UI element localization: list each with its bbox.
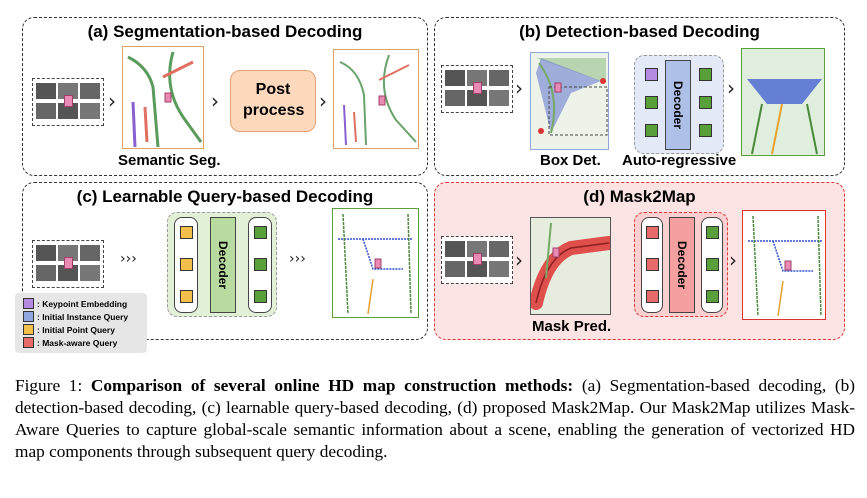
post-process-box: Post process [230, 70, 316, 132]
panel-title-b: (b) Detection-based Decoding [519, 22, 760, 41]
caption-text: (a) Segmentation-based decoding, (b) det… [15, 376, 855, 461]
panel-detection: (b) Detection-based Decoding [434, 17, 845, 176]
decoder-label: Decoder [216, 240, 230, 290]
figure-caption: Figure 1: Comparison of several online H… [15, 375, 855, 463]
autoregressive-map [741, 48, 825, 156]
label-box-det: Box Det. [540, 152, 601, 169]
caption-bold: Comparison of several online HD map cons… [90, 376, 574, 395]
panel-title-a: (a) Segmentation-based Decoding [87, 22, 363, 41]
post-processed-map [333, 49, 419, 149]
legend-item: : Mask-aware Query [23, 337, 117, 348]
camera-images [32, 78, 104, 126]
decoder-block: Decoder [210, 217, 236, 313]
decoder-block: Decoder [669, 217, 695, 313]
arrow-icon: › [515, 248, 523, 272]
arrow-icon: › [515, 76, 523, 100]
mask-prediction-map [530, 217, 611, 315]
legend: : Keypoint Embedding : Initial Instance … [15, 293, 147, 353]
arrow-icon: › [211, 89, 219, 113]
vectorized-map-c [332, 208, 419, 318]
initial-query-column [174, 217, 198, 313]
legend-item: : Initial Instance Query [23, 311, 128, 322]
camera-images [32, 240, 104, 288]
triple-arrow-icon: ››› [289, 251, 306, 267]
camera-images [441, 236, 513, 284]
panel-title-d: (d) Mask2Map [583, 187, 696, 206]
label-auto-regressive: Auto-regressive [622, 152, 737, 169]
semantic-seg-map [122, 46, 204, 149]
decoder-block: Decoder [665, 60, 691, 150]
decoder-label: Decoder [675, 240, 689, 290]
panel-learnable-query: (c) Learnable Query-based Decoding [22, 182, 428, 340]
box-detection-map [530, 52, 609, 150]
query-decoder-group: Decoder [167, 212, 277, 317]
arrow-icon: › [729, 248, 737, 272]
output-query-column [248, 217, 272, 313]
panel-title-c: (c) Learnable Query-based Decoding [76, 187, 374, 206]
mask-query-decoder-group: Decoder [634, 212, 728, 317]
decoder-label: Decoder [671, 80, 685, 130]
autoregressive-decoder-group: Decoder [634, 55, 724, 154]
caption-prefix: Figure 1: [15, 376, 91, 395]
camera-images [441, 65, 513, 113]
arrow-icon: › [319, 89, 327, 113]
arrow-icon: › [108, 89, 116, 113]
post-process-label: Post process [243, 81, 305, 119]
legend-item: : Keypoint Embedding [23, 298, 127, 309]
output-query-column [701, 217, 723, 313]
label-semantic-seg: Semantic Seg. [118, 152, 221, 169]
legend-item: : Initial Point Query [23, 324, 115, 335]
arrow-icon: › [727, 76, 735, 100]
mask-query-column [641, 217, 663, 313]
panel-segmentation: (a) Segmentation-based Decoding [22, 17, 428, 176]
triple-arrow-icon: ››› [120, 251, 137, 267]
label-mask-pred: Mask Pred. [532, 318, 612, 335]
vectorized-map-d [742, 210, 826, 320]
